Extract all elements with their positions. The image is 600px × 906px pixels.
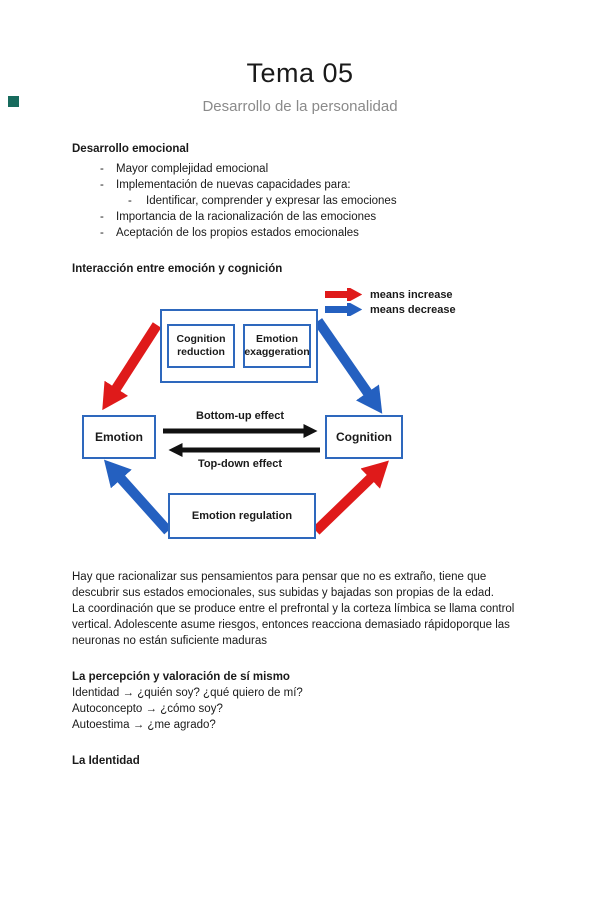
cognition-label: Cognition [336, 430, 392, 444]
list-item-text: Implementación de nuevas capacidades par… [116, 179, 351, 191]
legend: means increase means decrease [323, 287, 456, 317]
red-arrow-bottom-right [312, 460, 389, 535]
page-title: Tema 05 [246, 58, 354, 88]
blue-arrow-icon [325, 303, 363, 316]
legend-decrease-label: means decrease [370, 303, 456, 316]
list-item-text: Identificar, comprender y expresar las e… [146, 195, 397, 207]
identity-line: Autoestima → ¿me agrado? [72, 719, 216, 731]
blue-arrow-bottom-left [103, 459, 172, 535]
bullet-dash [128, 193, 146, 209]
list-item: Aceptación de los propios estados emocio… [72, 225, 528, 241]
legend-increase-label: means increase [370, 288, 453, 301]
emotion-label: Emotion [95, 430, 143, 444]
bullet-dash [100, 225, 116, 241]
emotion-box: Emotion [82, 415, 156, 459]
bullet-list: Mayor complejidad emocional Implementaci… [72, 161, 528, 241]
list-item: Importancia de la racionalización de las… [72, 209, 528, 225]
paragraph: La coordinación que se produce entre el … [72, 603, 515, 647]
paragraph: Hay que racionalizar sus pensamientos pa… [72, 571, 494, 599]
bullet-dash [100, 177, 116, 193]
list-item: Identificar, comprender y expresar las e… [72, 193, 528, 209]
list-item: Implementación de nuevas capacidades par… [72, 177, 528, 193]
list-item-text: Mayor complejidad emocional [116, 163, 269, 175]
emotion-regulation-box: Emotion regulation [168, 493, 316, 539]
list-item: Mayor complejidad emocional [72, 161, 528, 177]
identity-line: Identidad → ¿quién soy? ¿qué quiero de m… [72, 687, 303, 699]
list-item-text: Aceptación de los propios estados emocio… [116, 227, 359, 239]
top-box: Cognition reduction Emotion exaggeration [160, 309, 318, 383]
emotion-regulation-label: Emotion regulation [191, 510, 293, 522]
identity-line: Autoconcepto → ¿cómo soy? [72, 703, 223, 715]
blue-arrow-top-right [313, 318, 383, 414]
cognition-reduction-box: Cognition reduction [167, 324, 235, 368]
legend-increase-row: means increase [323, 287, 456, 302]
identity-lines: Identidad → ¿quién soy? ¿qué quiero de m… [72, 685, 528, 733]
section-heading-percepcion: La percepción y valoración de sí mismo [72, 671, 290, 683]
page-subtitle: Desarrollo de la personalidad [202, 98, 398, 115]
emotion-cognition-diagram: means increase means decrease [0, 285, 600, 555]
legend-decrease-row: means decrease [323, 302, 456, 317]
section-heading-interaccion: Interacción entre emoción y cognición [72, 263, 283, 275]
red-arrow-top-left [102, 322, 162, 411]
red-arrow-icon [325, 288, 363, 301]
document-body: Desarrollo emocional Mayor complejidad e… [72, 141, 528, 769]
emotion-exaggeration-box: Emotion exaggeration [243, 324, 311, 368]
top-down-effect-label: Top-down effect [197, 458, 283, 470]
bottom-up-effect-label: Bottom-up effect [196, 410, 284, 422]
section-heading-desarrollo-emocional: Desarrollo emocional [72, 143, 189, 155]
section-heading-identidad: La Identidad [72, 755, 140, 767]
bullet-dash [100, 161, 116, 177]
corner-mark [8, 96, 19, 107]
cognition-reduction-label: Cognition reduction [176, 333, 226, 358]
bullet-dash [100, 209, 116, 225]
emotion-exaggeration-label: Emotion exaggeration [244, 333, 310, 358]
cognition-box: Cognition [325, 415, 403, 459]
list-item-text: Importancia de la racionalización de las… [116, 211, 377, 223]
